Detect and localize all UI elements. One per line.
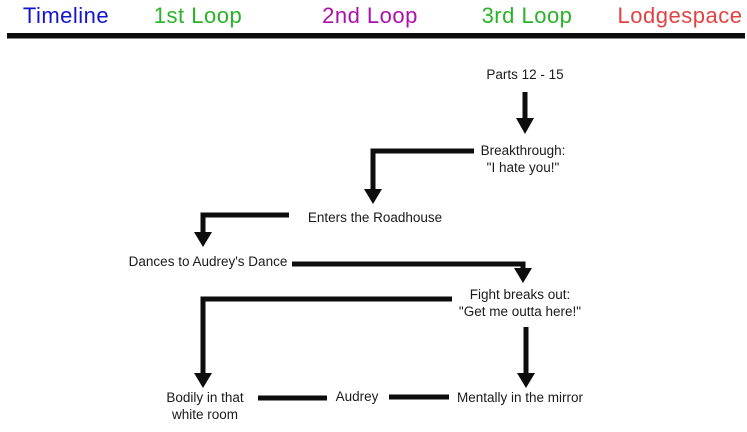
- arrowhead-enters-to-dances: [194, 232, 212, 247]
- node-audrey: Audrey: [335, 389, 379, 404]
- column-header-3rd-loop: 3rd Loop: [481, 3, 573, 28]
- column-header-1st-loop: 1st Loop: [153, 3, 243, 28]
- edge-dances-to-fight: [292, 261, 526, 270]
- edge-breakthrough-to-enters: [370, 148, 474, 191]
- arrowhead-parts-to-breakthrough: [516, 118, 534, 134]
- arrowhead-fight-to-mentally: [517, 373, 535, 388]
- node-enters-roadhouse: Enters the Roadhouse: [307, 210, 443, 225]
- column-header-lodgespace: Lodgespace: [617, 3, 743, 28]
- arrowhead-breakthrough-to-enters: [364, 189, 382, 204]
- node-parts-12-15: Parts 12 - 15: [486, 67, 564, 82]
- node-breakthrough: Breakthrough: "I hate you!": [480, 143, 566, 175]
- edge-fight-to-bodily: [200, 296, 452, 375]
- node-mentally-in-mirror: Mentally in the mirror: [456, 390, 584, 405]
- arrowhead-dances-to-fight: [514, 268, 532, 283]
- node-dances-audreys-dance: Dances to Audrey's Dance: [128, 254, 288, 269]
- node-fight-breaks-out: Fight breaks out: "Get me outta here!": [458, 287, 582, 319]
- header-divider-rule: [7, 33, 745, 39]
- arrowhead-fight-to-bodily: [194, 373, 212, 388]
- column-header-2nd-loop: 2nd Loop: [322, 3, 418, 28]
- edge-enters-to-dances: [200, 212, 289, 234]
- column-header-timeline: Timeline: [22, 3, 110, 28]
- node-bodily-white-room: Bodily in that white room: [166, 390, 244, 422]
